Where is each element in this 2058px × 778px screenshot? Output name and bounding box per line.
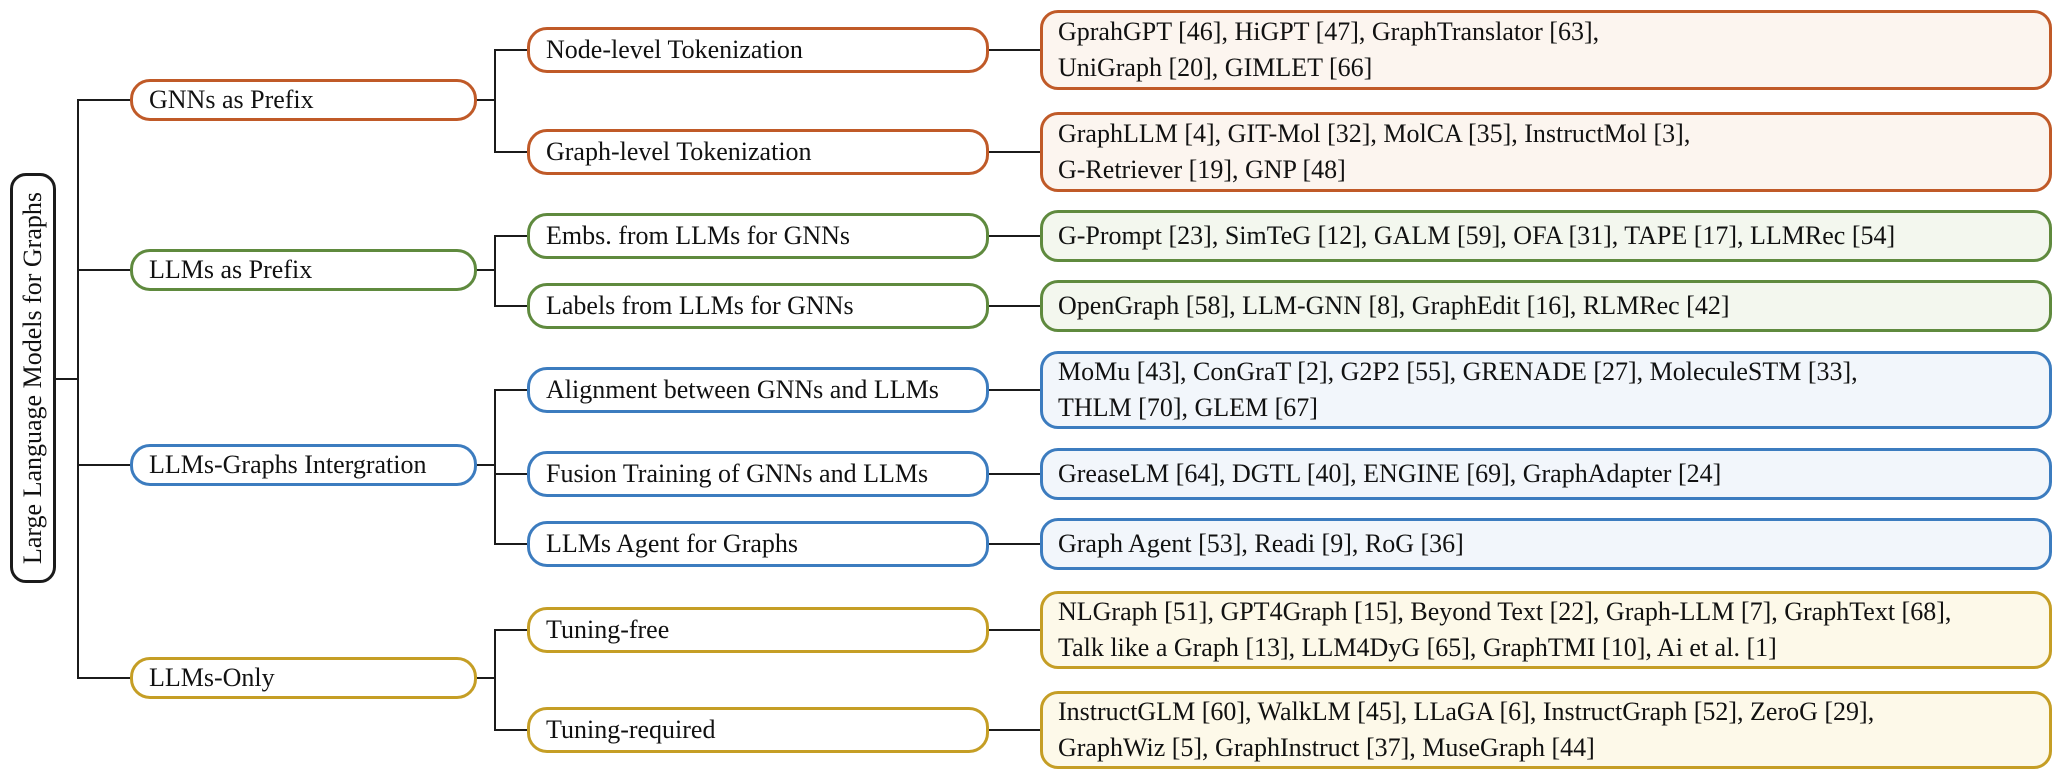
branch-label: LLMs-Only — [149, 663, 275, 692]
subcategory-node-tuning-free: Tuning-free — [527, 607, 989, 653]
connector-line — [494, 629, 527, 631]
connector-line — [477, 269, 495, 271]
subcategory-label: Labels from LLMs for GNNs — [546, 291, 854, 320]
connector-line — [494, 629, 496, 731]
branch-node-llms-graphs-intergration: LLMs-Graphs Intergration — [130, 444, 477, 486]
subcategory-label: Node-level Tokenization — [546, 35, 803, 64]
connector-line — [989, 629, 1040, 631]
connector-line — [494, 235, 527, 237]
papers-leaf-tuning-required: InstructGLM [60], WalkLM [45], LLaGA [6]… — [1040, 691, 2052, 769]
papers-leaf-labels-from-llms: OpenGraph [58], LLM-GNN [8], GraphEdit [… — [1040, 280, 2052, 332]
connector-line — [989, 305, 1040, 307]
branch-node-llms-as-prefix: LLMs as Prefix — [130, 249, 477, 291]
connector-line — [477, 464, 495, 466]
connector-line — [477, 99, 495, 101]
papers-line: G-Retriever [19], GNP [48] — [1058, 155, 1346, 184]
subcategory-label: Tuning-required — [546, 715, 716, 744]
papers-leaf-graph-level-tokenization: GraphLLM [4], GIT-Mol [32], MolCA [35], … — [1040, 112, 2052, 192]
connector-line — [494, 151, 527, 153]
branch-label: GNNs as Prefix — [149, 85, 314, 114]
papers-leaf-embs-from-llms: G-Prompt [23], SimTeG [12], GALM [59], O… — [1040, 210, 2052, 262]
papers-line: InstructGLM [60], WalkLM [45], LLaGA [6]… — [1058, 697, 1875, 726]
connector-line — [77, 99, 130, 101]
subcategory-node-labels-from-llms: Labels from LLMs for GNNs — [527, 283, 989, 329]
papers-line: GreaseLM [64], DGTL [40], ENGINE [69], G… — [1058, 459, 1722, 488]
connector-line — [77, 269, 130, 271]
papers-leaf-llms-agent: Graph Agent [53], Readi [9], RoG [36] — [1040, 518, 2052, 570]
root-node: Large Language Models for Graphs — [10, 173, 56, 583]
papers-line: G-Prompt [23], SimTeG [12], GALM [59], O… — [1058, 221, 1896, 250]
branch-node-llms-only: LLMs-Only — [130, 657, 477, 699]
connector-line — [77, 677, 130, 679]
papers-line: GraphWiz [5], GraphInstruct [37], MuseGr… — [1058, 733, 1595, 762]
subcategory-label: Fusion Training of GNNs and LLMs — [546, 459, 929, 488]
connector-line — [989, 389, 1040, 391]
branch-node-gnns-as-prefix: GNNs as Prefix — [130, 79, 477, 121]
connector-line — [494, 389, 496, 545]
papers-line: UniGraph [20], GIMLET [66] — [1058, 53, 1373, 82]
subcategory-node-node-level-tokenization: Node-level Tokenization — [527, 27, 989, 73]
connector-line — [77, 99, 79, 679]
papers-line: Talk like a Graph [13], LLM4DyG [65], Gr… — [1058, 633, 1777, 662]
connector-line — [989, 49, 1040, 51]
subcategory-node-alignment-gnns-llms: Alignment between GNNs and LLMs — [527, 367, 989, 413]
papers-leaf-alignment-gnns-llms: MoMu [43], ConGraT [2], G2P2 [55], GRENA… — [1040, 351, 2052, 429]
connector-line — [77, 464, 130, 466]
subcategory-label: Embs. from LLMs for GNNs — [546, 221, 851, 250]
papers-line: Graph Agent [53], Readi [9], RoG [36] — [1058, 529, 1464, 558]
connector-line — [989, 235, 1040, 237]
connector-line — [477, 677, 495, 679]
branch-label: LLMs as Prefix — [149, 255, 313, 284]
branch-label: LLMs-Graphs Intergration — [149, 450, 427, 479]
papers-line: GraphLLM [4], GIT-Mol [32], MolCA [35], … — [1058, 119, 1691, 148]
connector-line — [494, 473, 527, 475]
papers-line: OpenGraph [58], LLM-GNN [8], GraphEdit [… — [1058, 291, 1730, 320]
connector-line — [56, 378, 78, 380]
subcategory-label: Alignment between GNNs and LLMs — [546, 375, 939, 404]
subcategory-node-graph-level-tokenization: Graph-level Tokenization — [527, 129, 989, 175]
connector-line — [494, 305, 527, 307]
subcategory-node-llms-agent: LLMs Agent for Graphs — [527, 521, 989, 567]
connector-line — [494, 49, 496, 153]
subcategory-label: LLMs Agent for Graphs — [546, 529, 799, 558]
connector-line — [494, 235, 496, 307]
connector-line — [494, 543, 527, 545]
root-node-label: Large Language Models for Graphs — [18, 191, 47, 565]
papers-leaf-fusion-training: GreaseLM [64], DGTL [40], ENGINE [69], G… — [1040, 448, 2052, 500]
connector-line — [989, 729, 1040, 731]
subcategory-node-embs-from-llms: Embs. from LLMs for GNNs — [527, 213, 989, 259]
connector-line — [989, 473, 1040, 475]
subcategory-label: Tuning-free — [546, 615, 670, 644]
papers-line: THLM [70], GLEM [67] — [1058, 393, 1318, 422]
subcategory-node-tuning-required: Tuning-required — [527, 707, 989, 753]
subcategory-node-fusion-training: Fusion Training of GNNs and LLMs — [527, 451, 989, 497]
connector-line — [494, 389, 527, 391]
papers-line: MoMu [43], ConGraT [2], G2P2 [55], GRENA… — [1058, 357, 1858, 386]
papers-line: GprahGPT [46], HiGPT [47], GraphTranslat… — [1058, 17, 1600, 46]
connector-line — [494, 49, 527, 51]
papers-leaf-tuning-free: NLGraph [51], GPT4Graph [15], Beyond Tex… — [1040, 591, 2052, 669]
connector-line — [494, 729, 527, 731]
papers-line: NLGraph [51], GPT4Graph [15], Beyond Tex… — [1058, 597, 1952, 626]
subcategory-label: Graph-level Tokenization — [546, 137, 812, 166]
connector-line — [989, 151, 1040, 153]
connector-line — [989, 543, 1040, 545]
papers-leaf-node-level-tokenization: GprahGPT [46], HiGPT [47], GraphTranslat… — [1040, 10, 2052, 90]
